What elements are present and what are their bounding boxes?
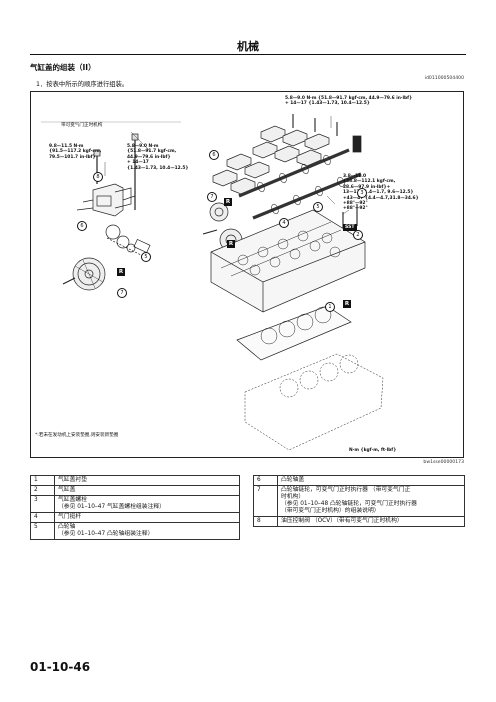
torque-units: N·m {kgf·m, ft·lbf} bbox=[349, 448, 397, 453]
part-number: 4 bbox=[30, 512, 55, 523]
exploded-view-figure: 带可变气门正时机构 9.8—11.5 N·m {91.5—117.2 kgf·c… bbox=[30, 91, 464, 458]
vvt-caption: 带可变气门正时机构 bbox=[61, 123, 103, 128]
callout-7: 7 bbox=[207, 192, 217, 202]
part-name: 气门挺杆 bbox=[54, 512, 240, 523]
part-number: 8 bbox=[253, 516, 278, 527]
part-name: 气缸盖螺栓 （参见 01–10–47 气缸盖螺栓组装注释） bbox=[54, 495, 240, 513]
torque-spec-ocv-bolt: 9.8—11.5 N·m {91.5—117.2 kgf·cm, 79.5—10… bbox=[49, 144, 102, 160]
callout-2: 2 bbox=[353, 230, 363, 240]
replace-mark-vvt: R bbox=[117, 268, 125, 276]
part-number: 1 bbox=[30, 475, 55, 486]
part-number: 3 bbox=[30, 495, 55, 513]
page-number: 01-10-46 bbox=[30, 660, 91, 674]
part-name: 气缸盖衬垫 bbox=[54, 475, 240, 486]
section-title: 气缸盖的组装（II） bbox=[30, 63, 96, 72]
callout-7-vvt: 7 bbox=[117, 288, 127, 298]
part-number: 2 bbox=[30, 485, 55, 496]
torque-spec-head-bolt: 3.8—11.0 {38.8—112.1 kgf·cm, 28.6—97.9 i… bbox=[343, 174, 419, 212]
callout-6: 6 bbox=[209, 150, 219, 160]
callout-1: 1 bbox=[325, 302, 335, 312]
step-instruction: 1．按表中所示的顺序进行组装。 bbox=[36, 81, 129, 88]
part-number: 7 bbox=[253, 485, 278, 517]
replace-mark-gasket: R bbox=[343, 300, 351, 308]
part-name: 气缸盖 bbox=[54, 485, 240, 496]
torque-spec-vvt-bolt: 5.8—9.0 N·m {51.8—91.7 kgf·cm, 44.9—79.6… bbox=[127, 144, 189, 171]
replace-mark-bolt: R bbox=[227, 240, 235, 248]
callout-8: 8 bbox=[93, 172, 103, 182]
callout-4: 4 bbox=[279, 218, 289, 228]
callout-5-vvt: 5 bbox=[141, 252, 151, 262]
replace-mark-sprocket: R bbox=[224, 198, 232, 206]
callout-6-vvt: 6 bbox=[77, 221, 87, 231]
torque-spec-cap-bolt: 5.8—9.0 N·m {51.8—91.7 kgf·cm, 44.9—79.6… bbox=[285, 96, 413, 107]
document-id: id011000504400 bbox=[424, 76, 464, 81]
part-number: 5 bbox=[30, 522, 55, 540]
sst-mark: SST bbox=[343, 224, 357, 231]
page-header-title: 机械 bbox=[237, 40, 259, 53]
part-name: 油压控制阀 （OCV）（带有可变气门正时机构） bbox=[277, 516, 465, 527]
part-name: 凸轮轴链轮，可变气门正时执行器 （带可变气门正 时机构） （参见 01–10–4… bbox=[277, 485, 465, 517]
gasket-note: *:若未在发动机上安装垫圈,则安装新垫圈 bbox=[35, 433, 119, 438]
part-name: 凸轮轴盖 bbox=[277, 475, 465, 486]
part-name: 凸轮轴 （参见 01–10–47 凸轮轴组装注释） bbox=[54, 522, 240, 540]
callout-5: 5 bbox=[313, 202, 323, 212]
figure-code: bw1sse00000173 bbox=[423, 460, 464, 465]
callout-3: 3 bbox=[357, 188, 367, 198]
engine-exploded-drawing bbox=[41, 114, 384, 451]
part-number: 6 bbox=[253, 475, 278, 486]
header-rule bbox=[30, 54, 466, 55]
